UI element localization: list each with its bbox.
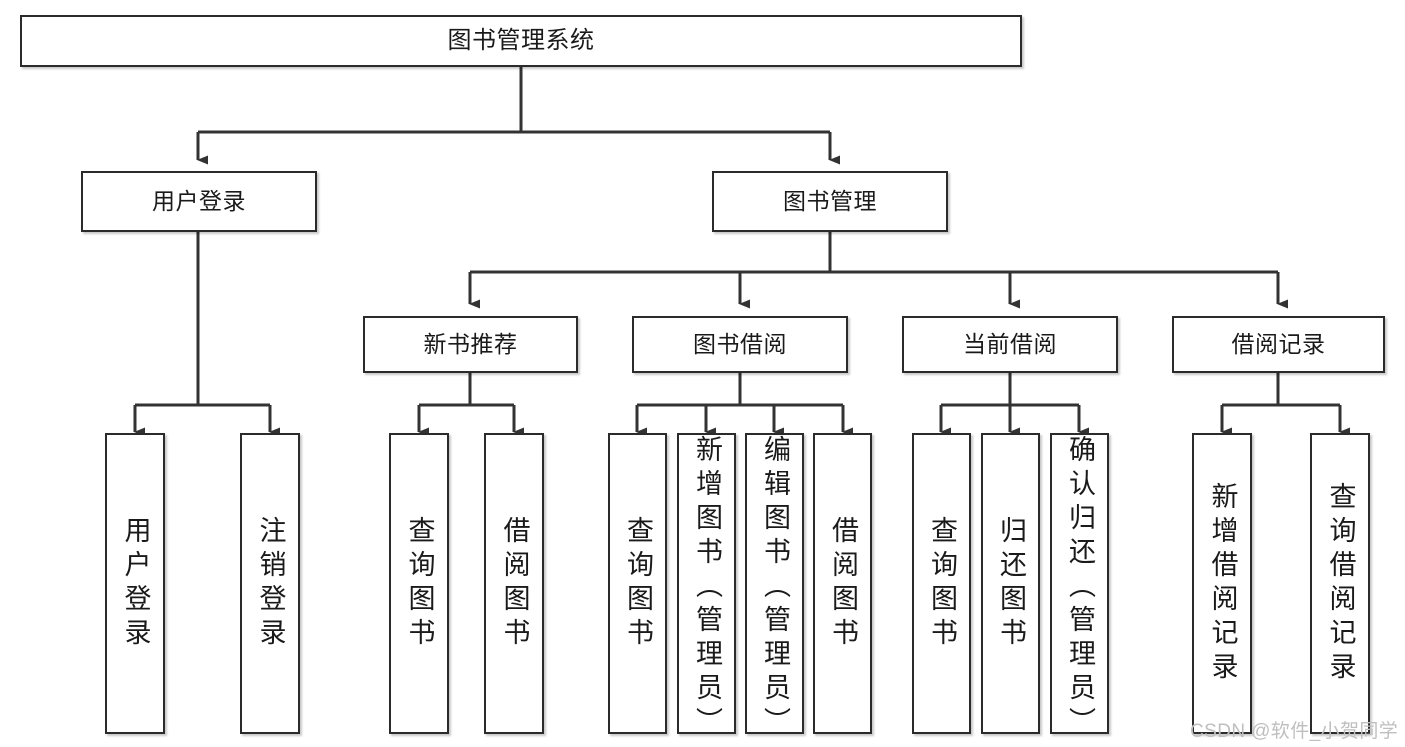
node-leaf-borrow-book-2[interactable]: 借阅图书 [813, 433, 872, 734]
node-leaf-confirm-return[interactable]: 确认归还（管理员） [1050, 433, 1109, 734]
node-new-book-recommend-label: 新书推荐 [423, 330, 518, 357]
node-leaf-add-book-label: 新增图书（管理员） [692, 435, 722, 734]
node-leaf-user-login-label: 用户登录 [120, 515, 151, 652]
node-leaf-edit-book[interactable]: 编辑图书（管理员） [745, 433, 804, 734]
node-root[interactable]: 图书管理系统 [20, 15, 1022, 67]
edges-root-to-level1 [196, 66, 840, 165]
node-leaf-user-login[interactable]: 用户登录 [105, 433, 165, 734]
node-leaf-borrow-book-2-label: 借阅图书 [828, 515, 858, 652]
node-leaf-add-record-label: 新增借阅记录 [1207, 481, 1238, 686]
watermark-text: CSDN @软件_小贺同学 [1190, 721, 1399, 742]
node-leaf-user-logout-label: 注销登录 [255, 515, 286, 652]
node-leaf-query-book-3-label: 查询图书 [927, 515, 957, 652]
node-user-login[interactable]: 用户登录 [81, 171, 317, 232]
node-leaf-query-book-1[interactable]: 查询图书 [389, 433, 449, 734]
node-book-borrow-label: 图书借阅 [693, 330, 787, 357]
node-leaf-query-book-3[interactable]: 查询图书 [912, 433, 971, 734]
node-book-management[interactable]: 图书管理 [712, 171, 948, 232]
node-leaf-borrow-book-1[interactable]: 借阅图书 [484, 433, 544, 734]
node-leaf-return-book-label: 归还图书 [996, 515, 1026, 652]
node-leaf-query-record-label: 查询借阅记录 [1325, 481, 1356, 686]
node-current-borrow[interactable]: 当前借阅 [902, 316, 1118, 373]
edges-bookmgmt-to-level2 [468, 232, 1288, 309]
node-leaf-return-book[interactable]: 归还图书 [981, 433, 1040, 734]
node-borrow-record[interactable]: 借阅记录 [1172, 316, 1385, 373]
node-leaf-add-record[interactable]: 新增借阅记录 [1192, 433, 1252, 734]
node-leaf-query-book-2-label: 查询图书 [623, 515, 653, 652]
node-root-label: 图书管理系统 [447, 26, 595, 54]
node-leaf-edit-book-label: 编辑图书（管理员） [760, 435, 790, 734]
node-borrow-record-label: 借阅记录 [1231, 330, 1326, 357]
node-current-borrow-label: 当前借阅 [963, 330, 1057, 357]
node-leaf-query-book-2[interactable]: 查询图书 [608, 433, 667, 734]
node-leaf-query-book-1-label: 查询图书 [404, 515, 435, 652]
node-new-book-recommend[interactable]: 新书推荐 [363, 316, 578, 373]
node-user-login-label: 用户登录 [152, 187, 246, 214]
node-leaf-borrow-book-1-label: 借阅图书 [499, 515, 530, 652]
node-book-management-label: 图书管理 [783, 187, 877, 214]
edges-borrowrecord-to-leaves [1220, 372, 1350, 437]
node-book-borrow[interactable]: 图书借阅 [632, 316, 848, 373]
edges-newbook-to-leaves [417, 372, 524, 437]
edges-userlogin-to-leaves [133, 232, 280, 437]
node-leaf-user-logout[interactable]: 注销登录 [240, 433, 300, 734]
node-leaf-add-book[interactable]: 新增图书（管理员） [677, 433, 736, 734]
node-leaf-query-record[interactable]: 查询借阅记录 [1310, 433, 1370, 734]
node-leaf-confirm-return-label: 确认归还（管理员） [1065, 435, 1095, 734]
edges-currentborrow-to-leaves [939, 372, 1089, 437]
edges-bookborrow-to-leaves [635, 372, 853, 437]
